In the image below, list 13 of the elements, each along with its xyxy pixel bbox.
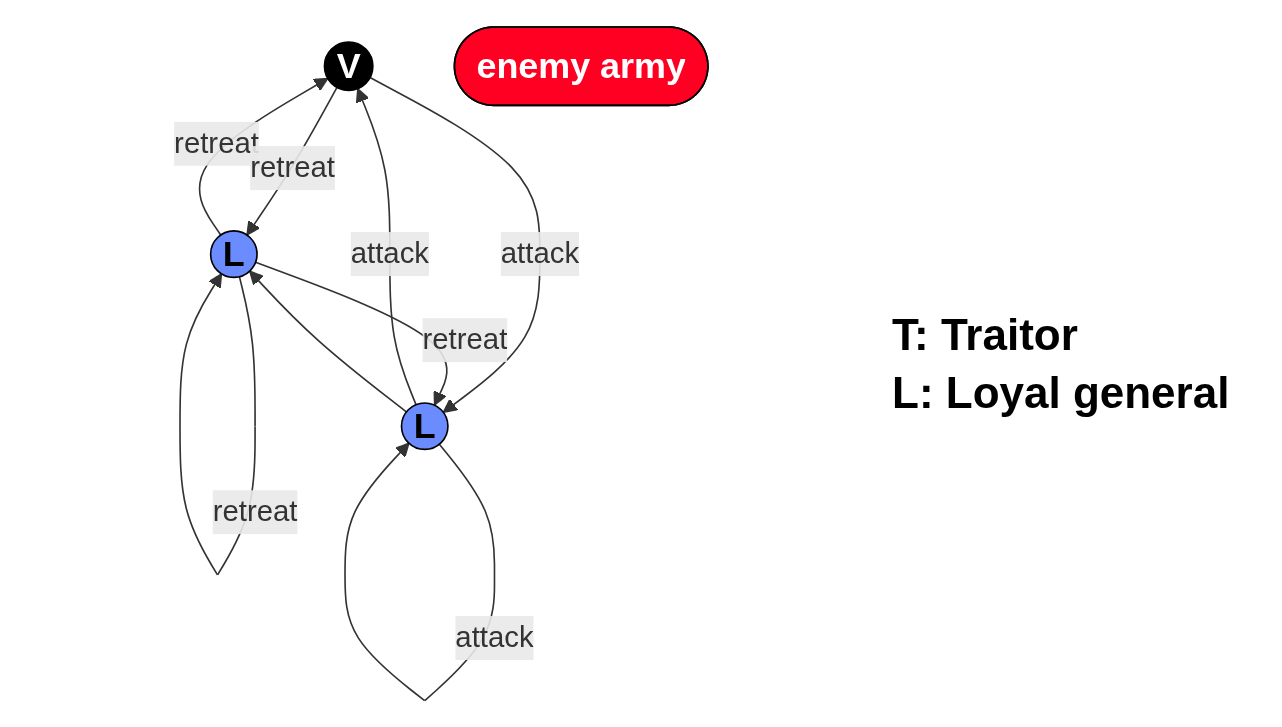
- legend-key-text: L: Loyal general: [892, 367, 1231, 418]
- edge-label: attack: [350, 236, 430, 270]
- edge-label: attack: [500, 236, 580, 270]
- node-circle: L: [400, 401, 449, 450]
- node-circle: V: [323, 40, 374, 91]
- legend-key-text: T: Traitor: [892, 309, 1079, 360]
- edge-label: attack: [455, 620, 534, 653]
- edge-label: retreat: [422, 322, 508, 356]
- arrow: [249, 270, 408, 413]
- arrow: [369, 76, 541, 413]
- arrow: [246, 86, 338, 236]
- edge-label: retreat: [212, 494, 298, 528]
- node-circle: L: [209, 229, 258, 278]
